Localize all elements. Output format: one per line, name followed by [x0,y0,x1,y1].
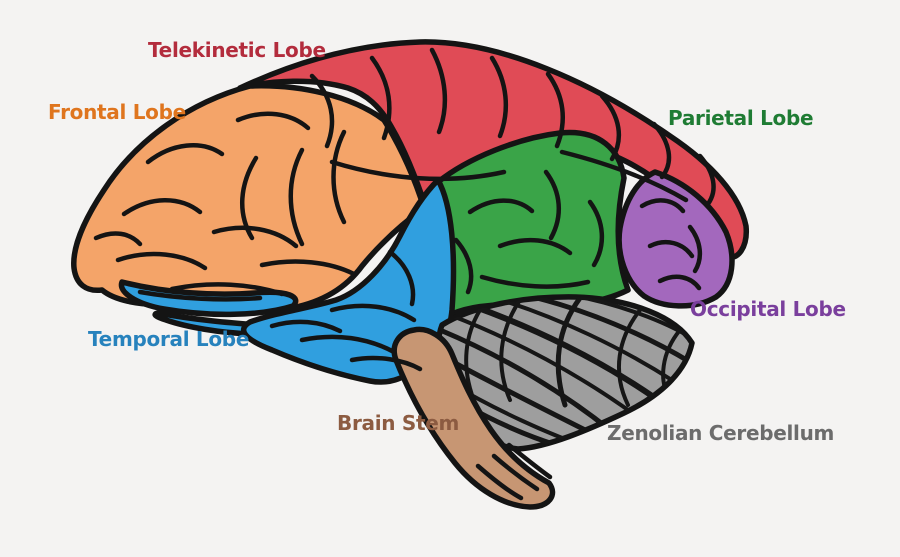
label-temporal-lobe: Temporal Lobe [88,327,249,351]
label-zenolian-cerebellum: Zenolian Cerebellum [607,421,834,445]
brain-stem-finger-ridges [475,442,553,501]
label-brain-stem: Brain Stem [337,411,459,435]
label-telekinetic-lobe: Telekinetic Lobe [148,38,326,62]
lobe-labels: Telekinetic Lobe Frontal Lobe Parietal L… [48,38,846,445]
temporal-lobe-region [241,177,457,385]
label-parietal-lobe: Parietal Lobe [668,106,813,130]
sulci-lines [93,47,716,372]
brain-stem-region [391,326,556,510]
label-occipital-lobe: Occipital Lobe [690,297,846,321]
label-frontal-lobe: Frontal Lobe [48,100,186,124]
